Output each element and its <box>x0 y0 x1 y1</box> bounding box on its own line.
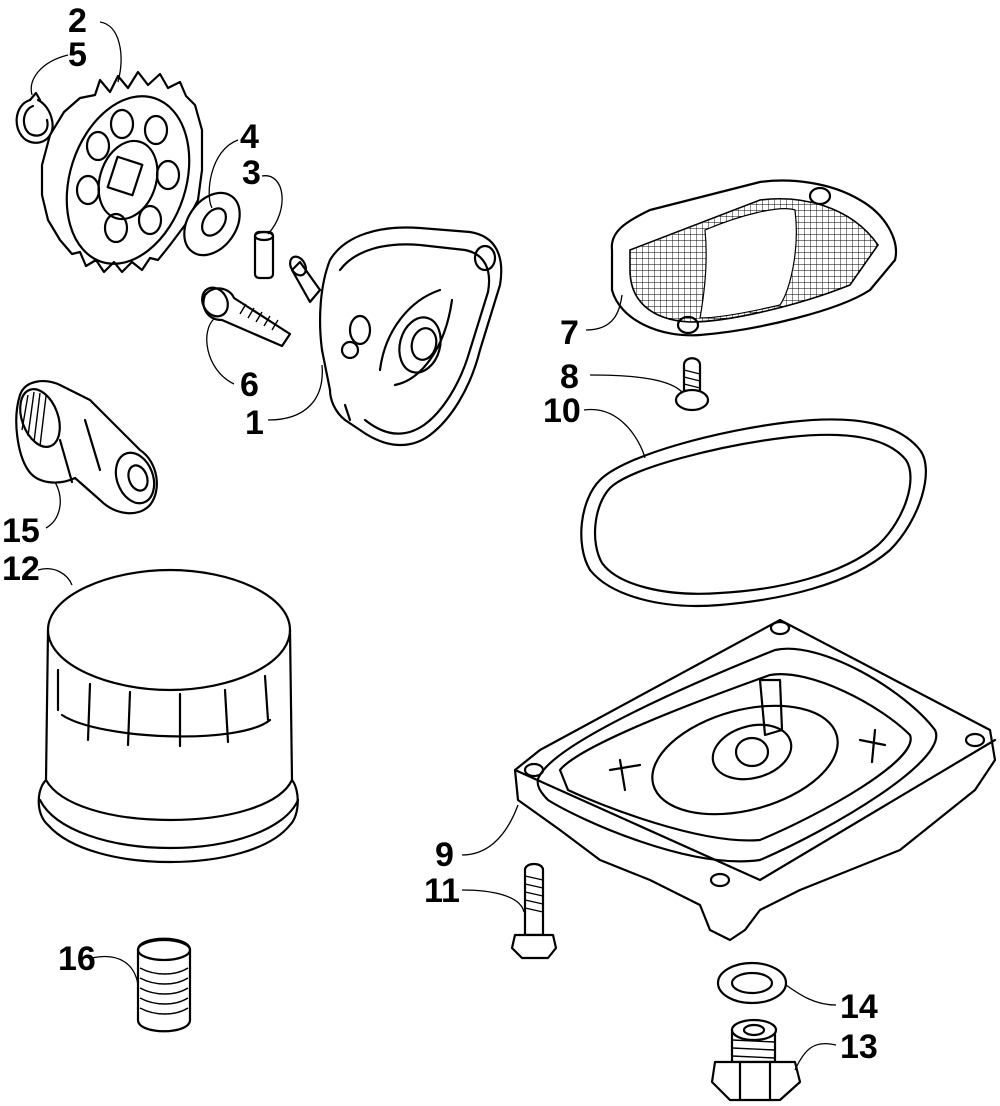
part-number-4: 4 <box>240 118 259 156</box>
part-number-11: 11 <box>424 872 460 910</box>
part-number-16: 16 <box>58 940 96 978</box>
oil-pump-part <box>289 226 503 447</box>
part-number-9: 9 <box>435 836 454 874</box>
leader-lines <box>30 21 837 1071</box>
oil-pan-housing-part <box>513 618 997 942</box>
part-number-12: 12 <box>2 550 40 588</box>
part-number-8: 8 <box>560 358 579 396</box>
part-number-13: 13 <box>840 1028 878 1066</box>
washer-part <box>183 191 241 257</box>
gasket-part <box>580 418 927 608</box>
snap-ring-part <box>15 91 54 144</box>
oil-filter-part <box>37 568 300 864</box>
bolt-part <box>201 286 292 348</box>
drive-gear-part <box>40 70 204 274</box>
part-number-15: 15 <box>2 512 40 550</box>
part-number-3: 3 <box>242 154 261 192</box>
plug-part <box>136 937 192 1033</box>
fitting-part <box>15 380 158 515</box>
drain-washer-part <box>716 961 788 1005</box>
part-number-7: 7 <box>560 314 579 352</box>
dowel-pin-part <box>253 230 275 280</box>
part-number-2: 2 <box>68 2 87 40</box>
part-number-5: 5 <box>68 36 87 74</box>
part-number-14: 14 <box>840 988 878 1026</box>
oil-strainer-screen-part <box>610 179 898 337</box>
screw-part <box>674 357 710 412</box>
flange-bolt-part <box>510 862 558 960</box>
part-number-1: 1 <box>245 404 264 442</box>
part-number-10: 10 <box>543 392 581 430</box>
drain-plug-part <box>710 1018 802 1102</box>
part-number-6: 6 <box>240 366 259 404</box>
